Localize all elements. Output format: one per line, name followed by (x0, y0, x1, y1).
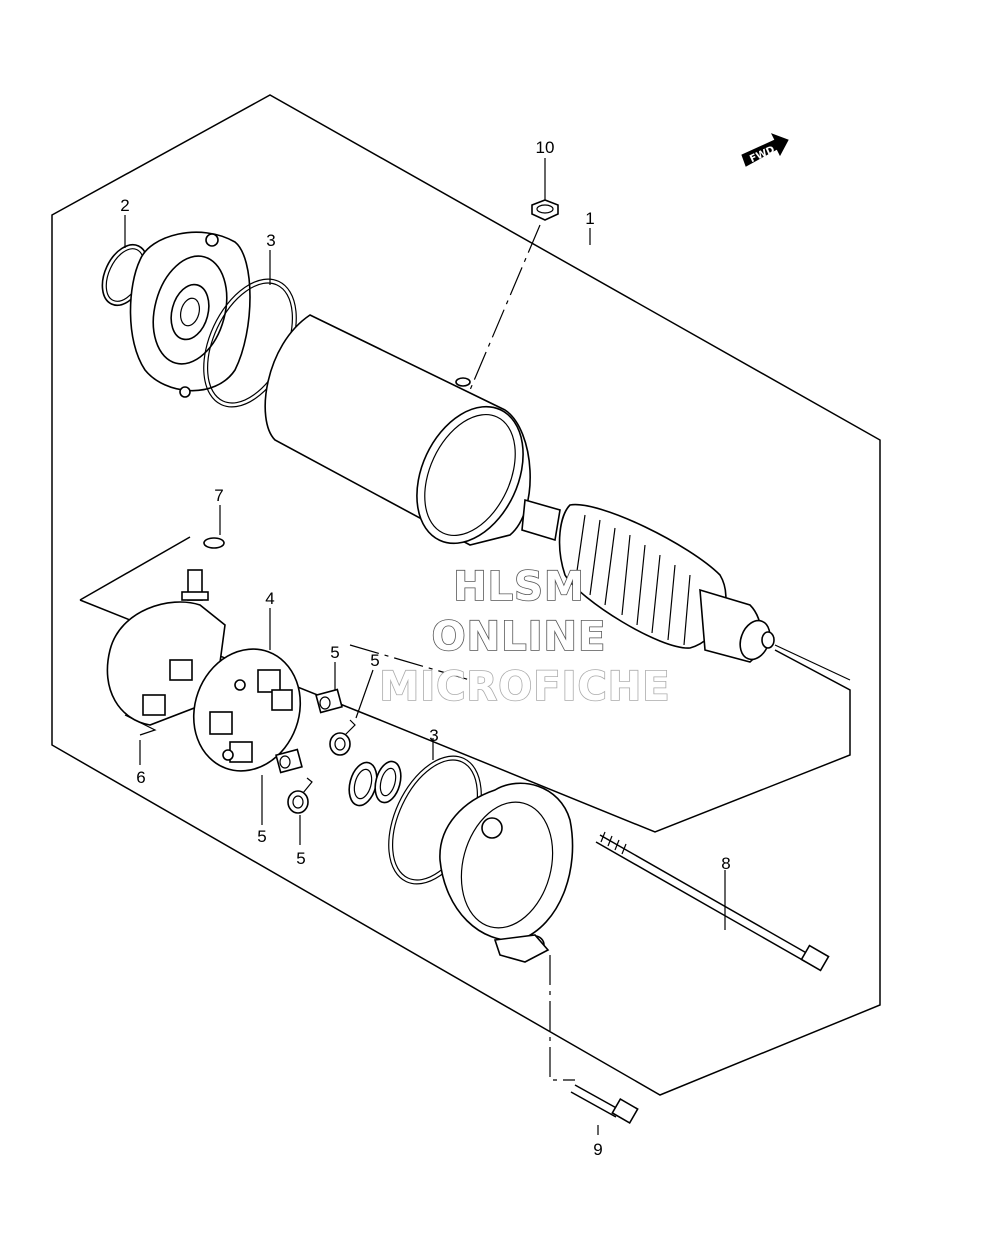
callout-5-c: 5 (257, 827, 266, 846)
nut-part-10 (531, 199, 559, 221)
rear-cover (439, 782, 574, 963)
through-bolt-part-8 (595, 831, 830, 972)
callout-5-d: 5 (296, 849, 305, 868)
yoke-case (264, 314, 531, 546)
front-housing (129, 231, 251, 398)
brush-part-5-c (275, 748, 303, 774)
callout-3-upper: 3 (266, 231, 275, 250)
callout-5-a: 5 (330, 643, 339, 662)
watermark-line-3: MICROFICHE (379, 664, 670, 710)
brush-part-5-b (329, 719, 356, 756)
brush-part-5-a (315, 688, 343, 714)
brush-holder-part-6 (106, 569, 226, 736)
watermark-line-1: HLSM (453, 564, 585, 610)
bolt-part-9 (570, 1084, 639, 1125)
o-ring-part-7 (203, 537, 225, 549)
callout-10: 10 (536, 138, 555, 157)
callout-8: 8 (721, 854, 730, 873)
callout-1: 1 (585, 209, 594, 228)
watermark-line-2: ONLINE (432, 614, 607, 660)
callout-5-b: 5 (370, 651, 379, 670)
callout-7: 7 (214, 486, 223, 505)
callout-6: 6 (136, 768, 145, 787)
callout-2: 2 (120, 196, 129, 215)
washers (348, 760, 402, 807)
brush-part-5-d (287, 777, 313, 814)
assembly-outline (51, 94, 881, 1096)
armature (521, 498, 851, 681)
callout-4: 4 (265, 589, 274, 608)
sub-assembly-outline (79, 536, 191, 601)
callout-9: 9 (593, 1140, 602, 1159)
brush-plate-part-4 (192, 648, 302, 772)
callout-3-lower: 3 (429, 726, 438, 745)
fwd-arrow-icon: FWD (741, 133, 789, 167)
